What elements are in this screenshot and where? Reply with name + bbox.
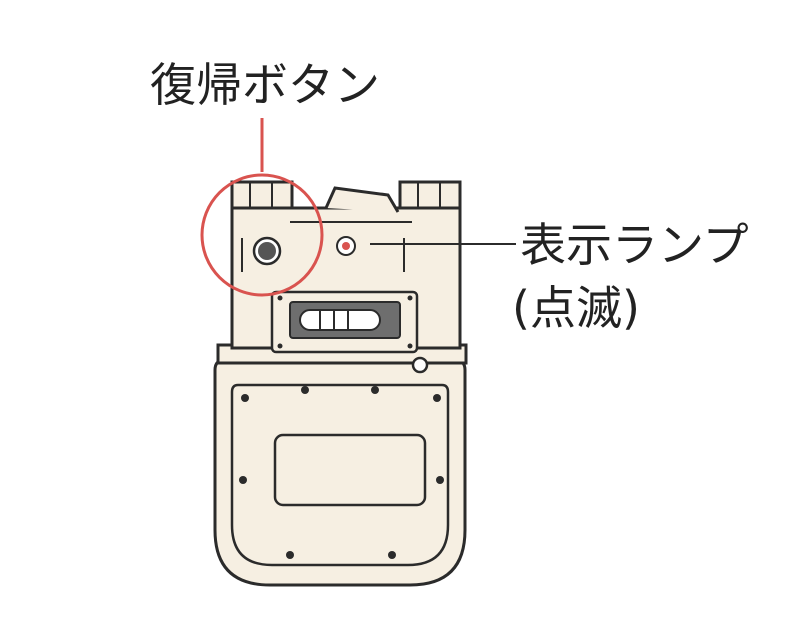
indicator-lamp-icon [336, 236, 356, 256]
blinking-label: (点滅) [512, 281, 640, 335]
reset-button-icon [252, 236, 282, 266]
middle-band-knob [411, 356, 429, 374]
counter-display [270, 290, 419, 354]
indicator-lamp-label: 表示ランプ [520, 218, 749, 272]
meter-handle [324, 186, 400, 213]
meter-lower-body [213, 358, 467, 587]
reset-button-callout [200, 118, 324, 297]
lower-window [273, 433, 427, 507]
reset-button-label: 復帰ボタン [150, 58, 380, 112]
screw-holes [239, 386, 444, 559]
